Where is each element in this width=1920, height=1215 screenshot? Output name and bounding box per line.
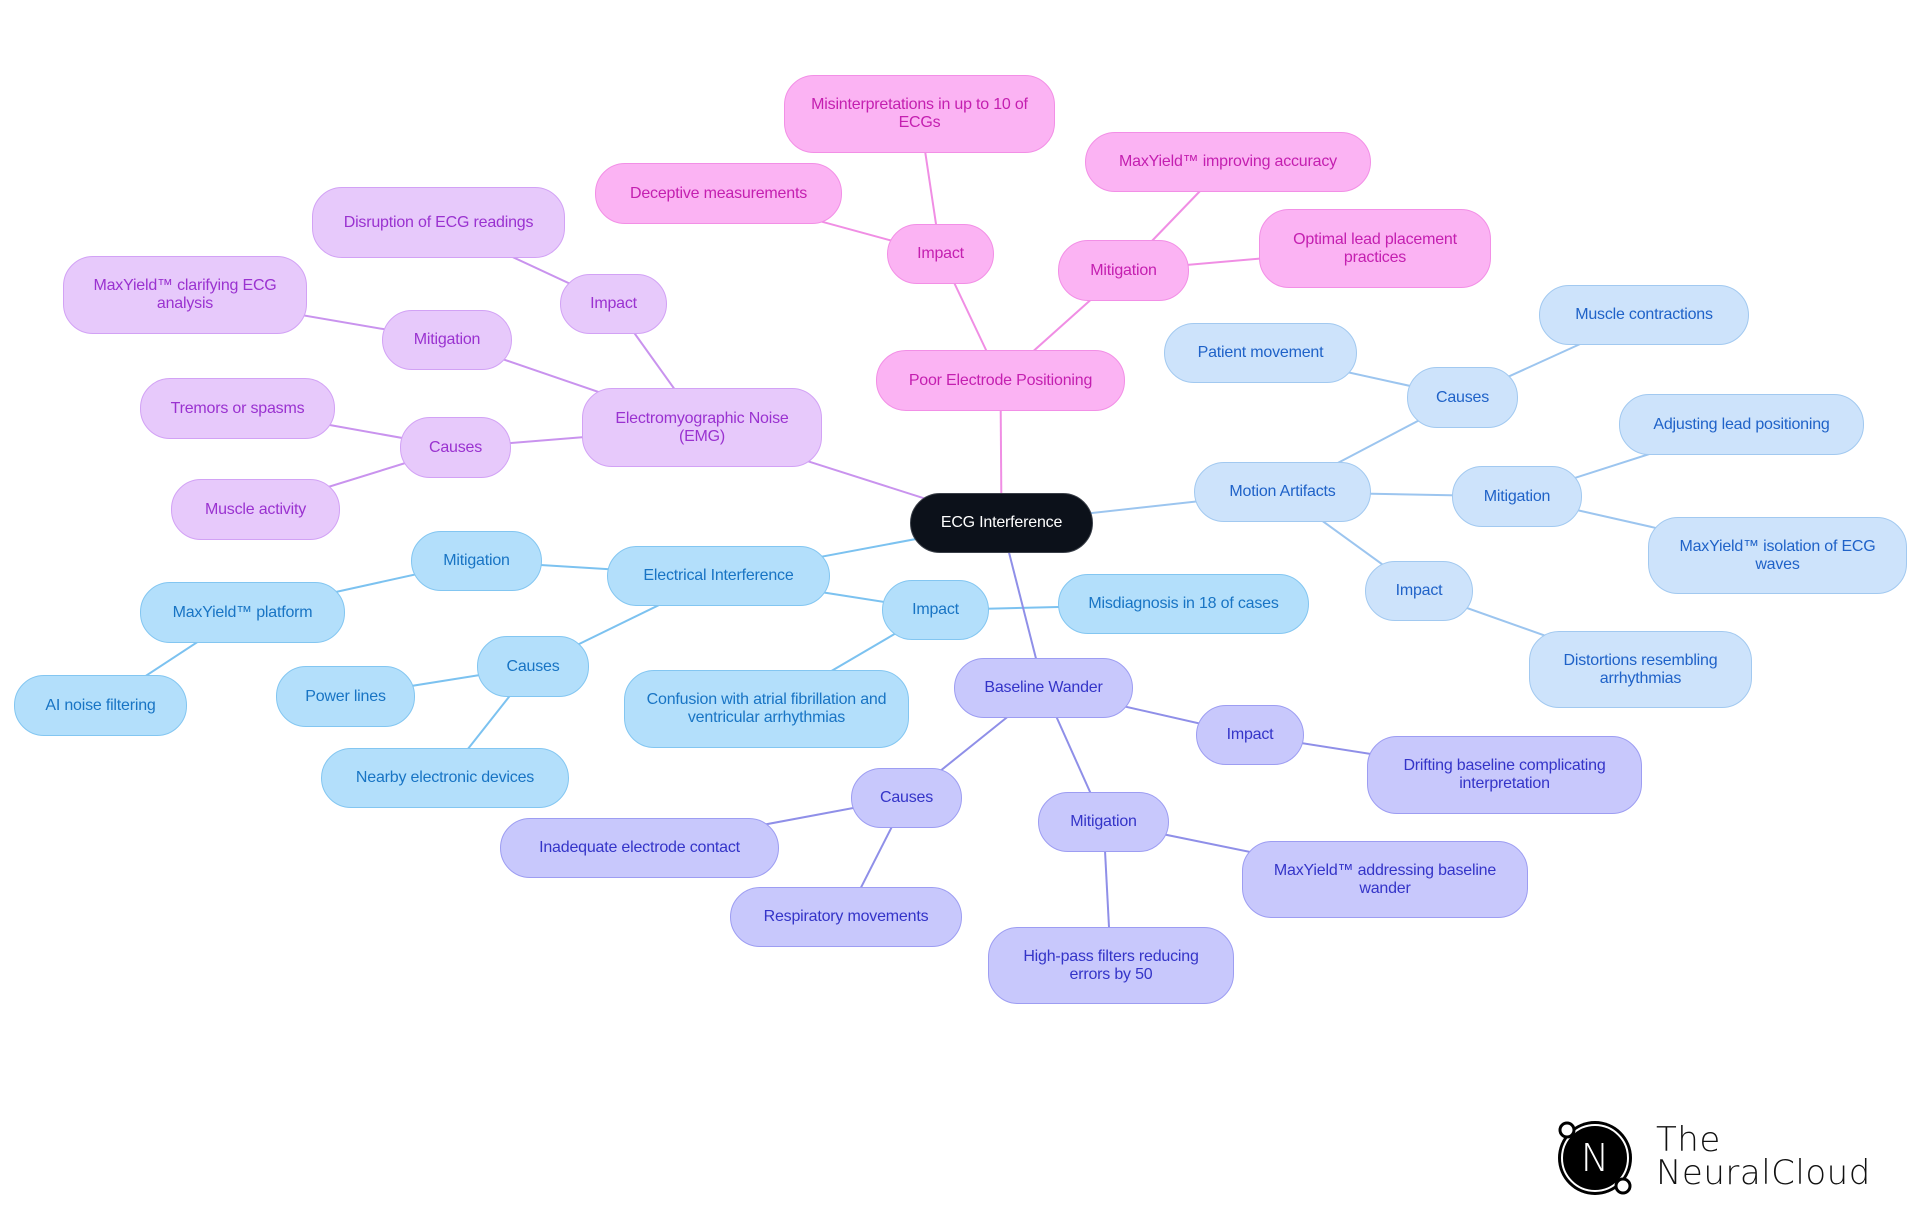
node-label: Adjusting lead positioning bbox=[1653, 415, 1830, 433]
mindmap-node-base-causes[interactable]: Causes bbox=[851, 768, 962, 828]
mindmap-node-base[interactable]: Baseline Wander bbox=[954, 658, 1133, 718]
node-label: AI noise filtering bbox=[45, 696, 156, 714]
mindmap-node-poor-imp-2[interactable]: Deceptive measurements bbox=[595, 163, 842, 224]
mindmap-node-motion-mit-2[interactable]: MaxYield™ isolation of ECG waves bbox=[1648, 517, 1907, 594]
mindmap-node-emg-mit[interactable]: Mitigation bbox=[382, 310, 512, 370]
node-label: Drifting baseline complicating interpret… bbox=[1403, 757, 1606, 792]
mindmap-node-emg-impact[interactable]: Impact bbox=[560, 274, 667, 334]
node-label: MaxYield™ isolation of ECG waves bbox=[1679, 537, 1876, 573]
node-label: MaxYield™ clarifying ECG analysis bbox=[93, 277, 277, 312]
node-label: Causes bbox=[879, 789, 934, 806]
mindmap-node-base-mit-2[interactable]: High-pass filters reducing errors by 50 bbox=[988, 927, 1234, 1004]
mindmap-node-poor-mit-1[interactable]: MaxYield™ improving accuracy bbox=[1085, 132, 1371, 192]
node-label: Mitigation bbox=[1090, 261, 1157, 279]
mindmap-node-poor-mit[interactable]: Mitigation bbox=[1058, 240, 1189, 301]
node-label: ECG Interference bbox=[940, 514, 1063, 531]
node-label: Causes bbox=[1435, 388, 1490, 406]
node-label: Distortions resembling arrhythmias bbox=[1563, 651, 1718, 687]
node-label: Impact bbox=[1226, 726, 1274, 743]
mindmap-node-poor-mit-2[interactable]: Optimal lead placement practices bbox=[1259, 209, 1491, 288]
mindmap-node-elec-imp-1[interactable]: Misdiagnosis in 18 of cases bbox=[1058, 574, 1309, 634]
root-node[interactable]: ECG Interference bbox=[910, 493, 1093, 553]
node-label: Patient movement bbox=[1197, 344, 1324, 361]
mindmap-node-motion-causes[interactable]: Causes bbox=[1407, 367, 1518, 428]
mindmap-node-emg-c-1[interactable]: Tremors or spasms bbox=[140, 378, 335, 439]
node-label: Causes bbox=[428, 438, 483, 456]
mindmap-node-base-mit[interactable]: Mitigation bbox=[1038, 792, 1169, 852]
node-label: Mitigation bbox=[443, 552, 510, 569]
node-label: Poor Electrode Positioning bbox=[908, 371, 1093, 389]
mindmap-node-emg-imp-1[interactable]: Disruption of ECG readings bbox=[312, 187, 565, 258]
mindmap-node-base-c-2[interactable]: Respiratory movements bbox=[730, 887, 962, 947]
node-label: MaxYield™ improving accuracy bbox=[1119, 153, 1337, 170]
mindmap-node-motion-c-2[interactable]: Muscle contractions bbox=[1539, 285, 1749, 345]
mindmap-node-motion-c-1[interactable]: Patient movement bbox=[1164, 323, 1357, 383]
mindmap-node-elec-impact[interactable]: Impact bbox=[882, 580, 989, 640]
mindmap-node-motion-impact[interactable]: Impact bbox=[1365, 561, 1473, 621]
mindmap-node-motion-mit-1[interactable]: Adjusting lead positioning bbox=[1619, 394, 1864, 455]
mindmap-node-motion-mit[interactable]: Mitigation bbox=[1452, 466, 1582, 527]
node-label: Mitigation bbox=[1070, 813, 1137, 830]
logo-text-the: The bbox=[1656, 1120, 1721, 1160]
mindmap-node-poor-imp-1[interactable]: Misinterpretations in up to 10 of ECGs bbox=[784, 75, 1055, 153]
node-label: Disruption of ECG readings bbox=[343, 213, 534, 231]
node-label: Baseline Wander bbox=[984, 679, 1103, 696]
svg-text:N: N bbox=[1581, 1136, 1609, 1180]
node-label: Muscle contractions bbox=[1575, 306, 1713, 323]
mindmap-node-poor[interactable]: Poor Electrode Positioning bbox=[876, 350, 1125, 411]
neuralcloud-logo-icon: N bbox=[1553, 1116, 1637, 1200]
node-label: Power lines bbox=[305, 687, 386, 705]
mindmap-node-motion-imp-1[interactable]: Distortions resembling arrhythmias bbox=[1529, 631, 1752, 708]
mindmap-node-motion[interactable]: Motion Artifacts bbox=[1194, 462, 1371, 522]
node-label: MaxYield™ addressing baseline wander bbox=[1273, 861, 1497, 897]
node-label: Electromyographic Noise (EMG) bbox=[615, 409, 789, 445]
node-label: Mitigation bbox=[1483, 487, 1551, 505]
mindmap-node-emg[interactable]: Electromyographic Noise (EMG) bbox=[582, 388, 822, 467]
node-label: Confusion with atrial fibrillation and v… bbox=[646, 691, 887, 726]
logo-text-neuralcloud: NeuralCloud bbox=[1656, 1153, 1871, 1193]
mindmap-node-elec-mit[interactable]: Mitigation bbox=[411, 531, 542, 591]
node-label: Impact bbox=[912, 601, 959, 618]
mindmap-node-emg-causes[interactable]: Causes bbox=[400, 417, 511, 478]
node-label: Impact bbox=[590, 295, 637, 312]
node-label: Inadequate electrode contact bbox=[539, 839, 740, 856]
node-label: Misdiagnosis in 18 of cases bbox=[1088, 595, 1279, 612]
node-label: Mitigation bbox=[413, 331, 481, 348]
node-label: Causes bbox=[506, 657, 560, 675]
node-label: Tremors or spasms bbox=[170, 399, 305, 417]
mindmap-node-base-imp-1[interactable]: Drifting baseline complicating interpret… bbox=[1367, 736, 1642, 814]
node-label: Misinterpretations in up to 10 of ECGs bbox=[811, 96, 1028, 131]
node-label: Deceptive measurements bbox=[629, 184, 807, 202]
mindmap-node-base-impact[interactable]: Impact bbox=[1196, 705, 1304, 765]
mindmap-node-elec-c-2[interactable]: Nearby electronic devices bbox=[321, 748, 569, 808]
mindmap-node-elec[interactable]: Electrical Interference bbox=[607, 546, 830, 606]
mindmap-node-emg-c-2[interactable]: Muscle activity bbox=[171, 479, 340, 540]
mindmap-node-elec-imp-2[interactable]: Confusion with atrial fibrillation and v… bbox=[624, 670, 909, 748]
node-label: Electrical Interference bbox=[643, 567, 794, 584]
mindmap-node-base-mit-1[interactable]: MaxYield™ addressing baseline wander bbox=[1242, 841, 1528, 918]
mindmap-node-elec-c-1[interactable]: Power lines bbox=[276, 666, 415, 727]
node-label: Respiratory movements bbox=[763, 908, 929, 925]
mindmap-node-poor-impact[interactable]: Impact bbox=[887, 224, 994, 284]
node-label: Impact bbox=[917, 245, 964, 262]
mindmap-node-base-c-1[interactable]: Inadequate electrode contact bbox=[500, 818, 779, 878]
mindmap-node-elec-causes[interactable]: Causes bbox=[477, 636, 589, 697]
node-label: Motion Artifacts bbox=[1229, 483, 1336, 500]
node-label: High-pass filters reducing errors by 50 bbox=[1023, 947, 1199, 983]
node-label: Muscle activity bbox=[204, 500, 307, 518]
node-label: Optimal lead placement practices bbox=[1293, 230, 1457, 266]
mindmap-node-emg-mit-1[interactable]: MaxYield™ clarifying ECG analysis bbox=[63, 256, 307, 334]
node-label: Impact bbox=[1395, 582, 1443, 599]
node-label: MaxYield™ platform bbox=[172, 603, 313, 621]
node-label: Nearby electronic devices bbox=[355, 769, 535, 786]
mindmap-node-elec-mit-1-1[interactable]: AI noise filtering bbox=[14, 675, 187, 736]
mindmap-node-elec-mit-1[interactable]: MaxYield™ platform bbox=[140, 582, 345, 643]
